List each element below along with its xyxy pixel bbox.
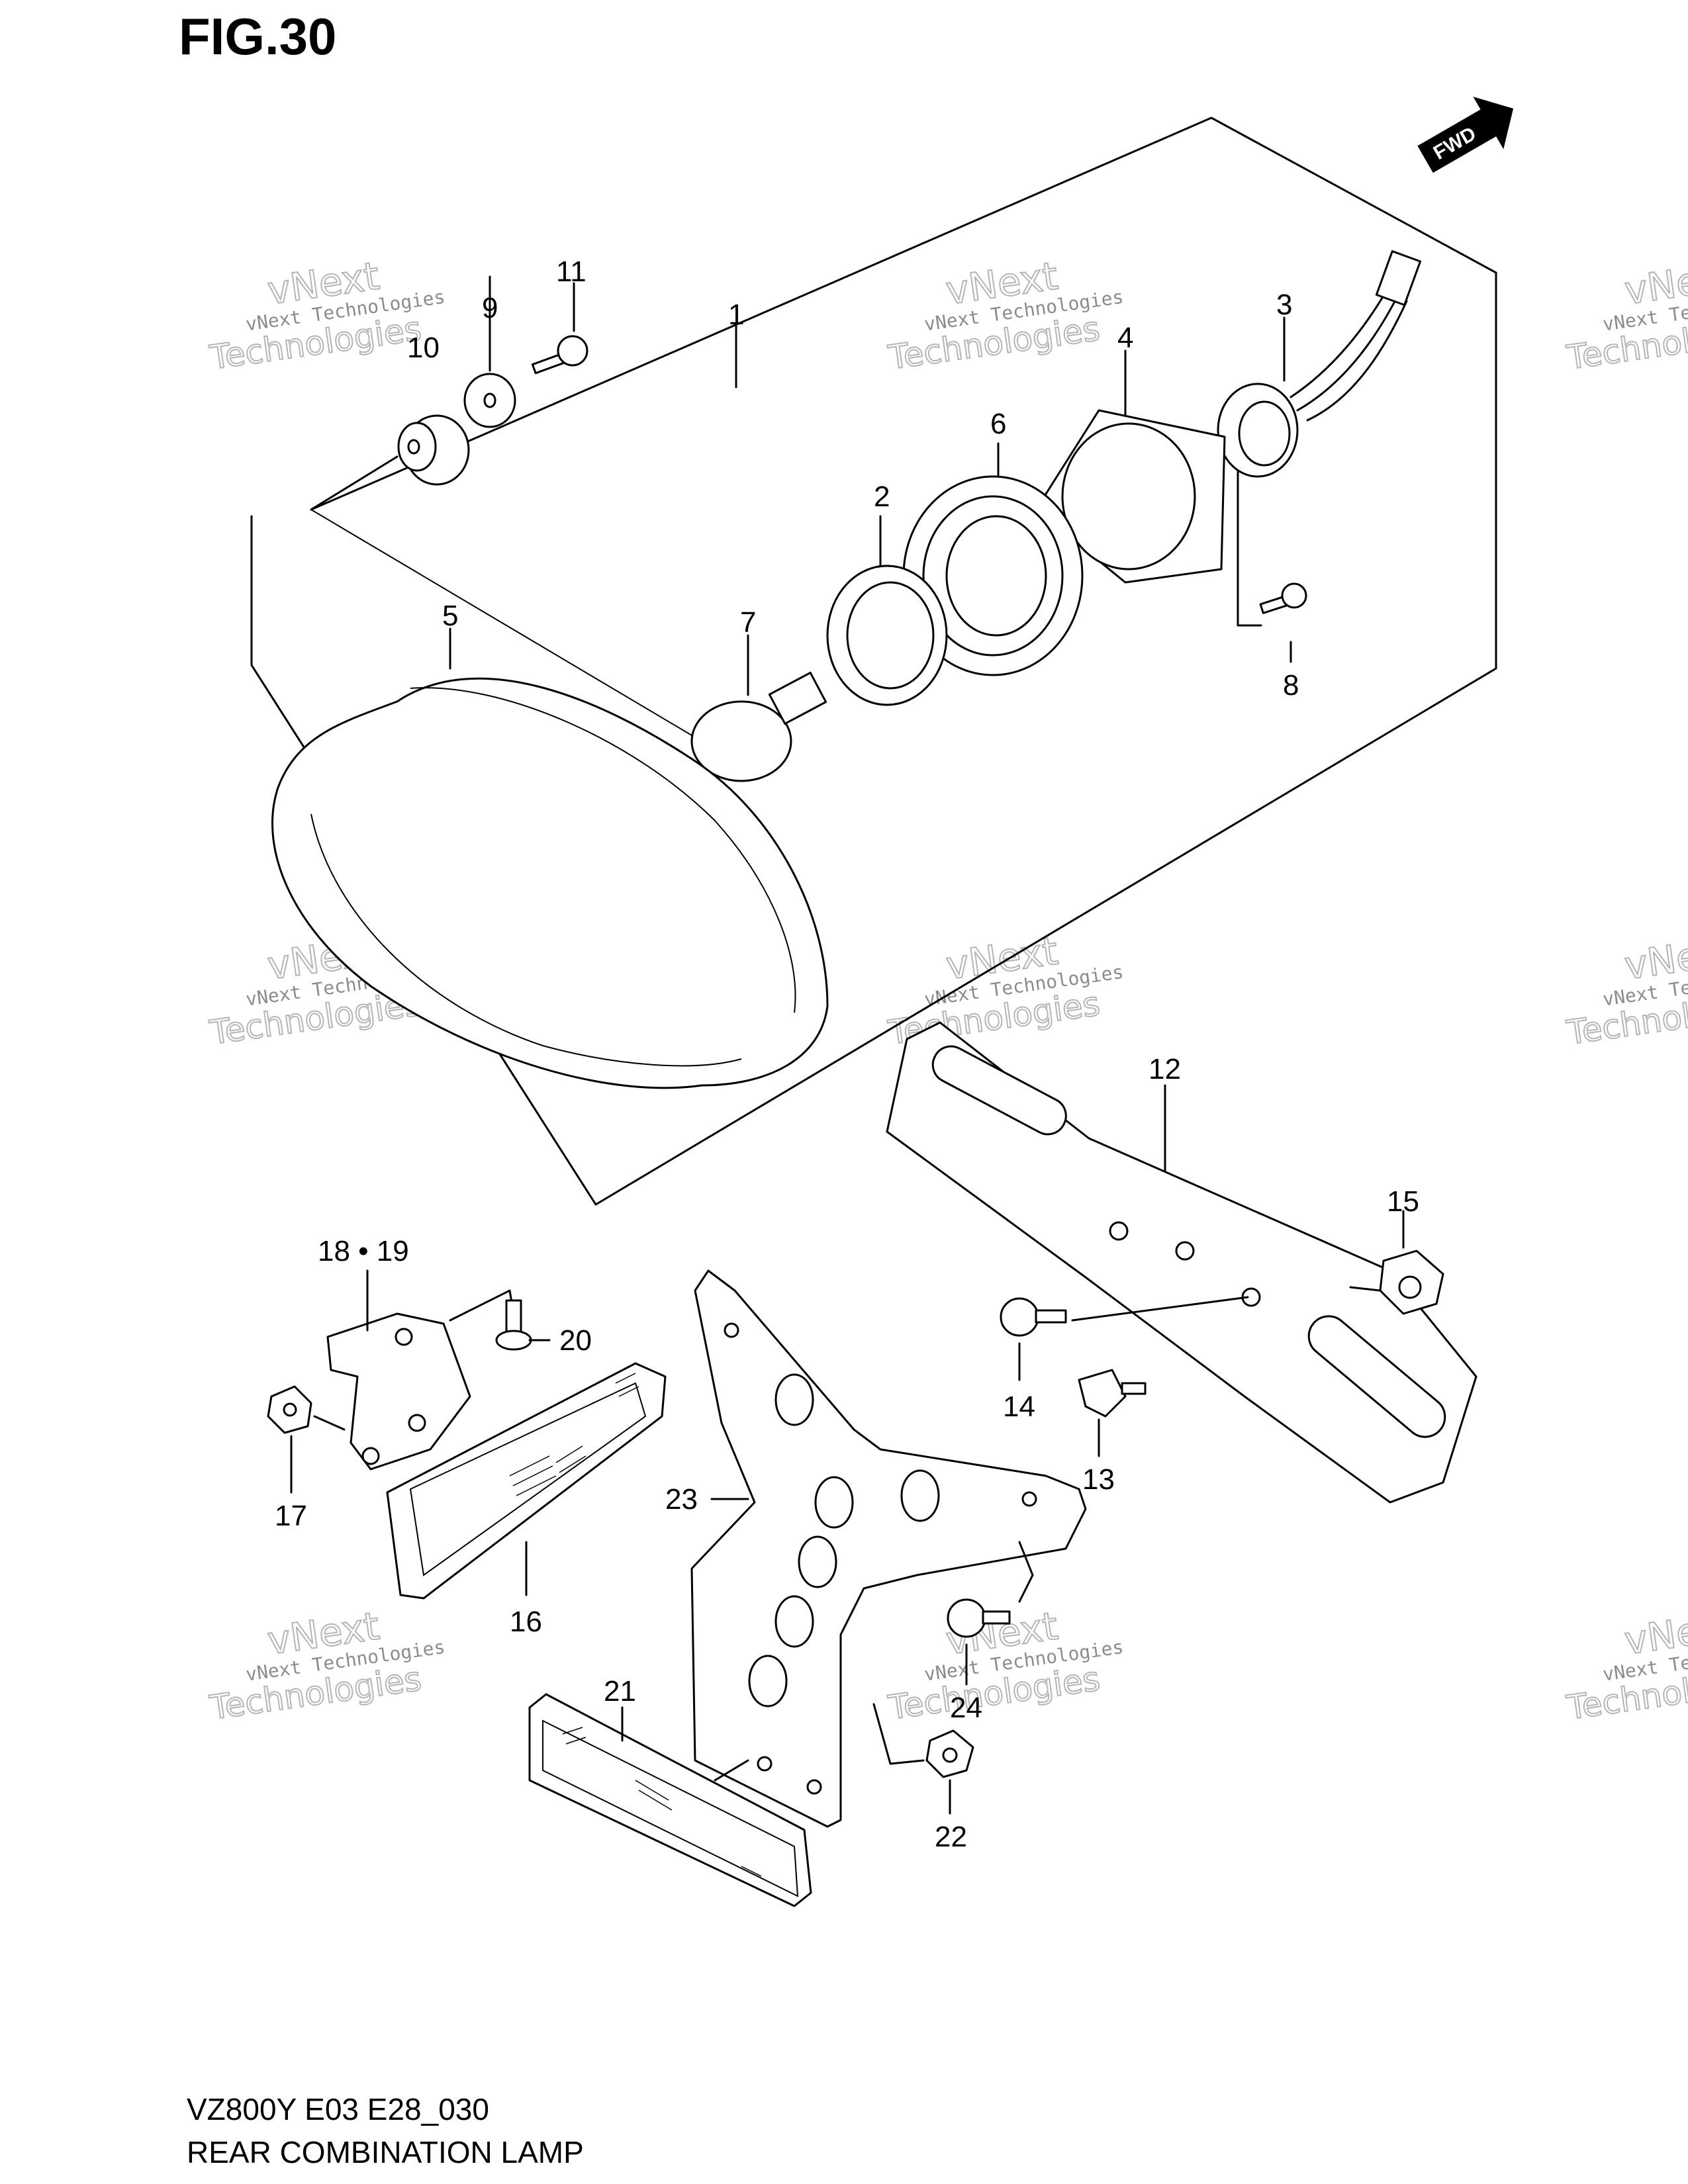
- callout-6: 6: [990, 408, 1006, 440]
- fwd-direction-badge: FWD: [1417, 97, 1514, 173]
- model-code: VZ800Y E03 E28_030: [187, 2092, 489, 2126]
- leader-24: [965, 1541, 1034, 1686]
- part-3-bulb-socket: [1217, 250, 1422, 478]
- leader-14: [1018, 1296, 1249, 1381]
- part-13-cushion: [1078, 1369, 1147, 1418]
- callout-22: 22: [935, 1821, 967, 1853]
- part-24-screw: [947, 1598, 1011, 1638]
- part-4-lens-gasket: [1035, 409, 1226, 584]
- part-20-screw: [495, 1299, 532, 1351]
- figure-title: FIG.30: [179, 7, 337, 66]
- part-21-rear-reflector: [528, 1693, 812, 1907]
- callout-24: 24: [950, 1692, 982, 1724]
- callout-1: 1: [728, 298, 744, 331]
- callout-11: 11: [556, 255, 586, 288]
- leader-15: [1349, 1210, 1405, 1292]
- part-23-license-bracket: [690, 1269, 1087, 1828]
- assembly-outline-lamp-unit: [250, 116, 1497, 1206]
- part-2-bulb-holder: [826, 565, 948, 706]
- callout-18-19: 18 • 19: [318, 1235, 409, 1267]
- callout-20: 20: [559, 1324, 592, 1357]
- callout-labels: 1 2 3 4 5 6 7 8 9 10 11 12 13 14 15 16 1…: [275, 255, 1419, 1853]
- callout-15: 15: [1387, 1185, 1419, 1218]
- callout-16: 16: [510, 1606, 542, 1638]
- part-10-grommet: [397, 414, 470, 486]
- part-22-nut: [925, 1729, 974, 1778]
- part-14-screw: [1000, 1297, 1067, 1337]
- part-16-side-reflector: [386, 1362, 667, 1600]
- part-11-screw: [531, 335, 588, 375]
- part-7-bulb: [690, 671, 827, 782]
- part-6-lock-ring: [902, 475, 1084, 676]
- callout-12: 12: [1149, 1053, 1181, 1085]
- part-9-washer: [463, 373, 516, 428]
- part-18-19-reflector-bracket: [326, 1312, 471, 1471]
- callout-13: 13: [1082, 1463, 1115, 1496]
- callout-8: 8: [1283, 669, 1299, 702]
- callout-21: 21: [604, 1675, 636, 1707]
- callout-10: 10: [407, 332, 440, 364]
- diagram-name: REAR COMBINATION LAMP: [187, 2135, 584, 2169]
- leader-17: [290, 1415, 346, 1494]
- part-8-screw: [1259, 582, 1307, 614]
- callout-2: 2: [874, 480, 890, 513]
- callout-3: 3: [1276, 289, 1292, 321]
- part-12-bracket: [886, 1021, 1477, 1504]
- callout-17: 17: [275, 1500, 307, 1532]
- callout-14: 14: [1003, 1390, 1035, 1423]
- callout-23: 23: [665, 1483, 698, 1516]
- leader-22: [872, 1703, 951, 1815]
- part-5-lamp-lens: [271, 677, 829, 1089]
- part-17-nut: [267, 1385, 312, 1434]
- callout-5: 5: [442, 600, 458, 632]
- callout-7: 7: [740, 606, 756, 639]
- leader-21: [621, 1706, 749, 1782]
- callout-4: 4: [1117, 322, 1133, 354]
- assembly-outline-inner: [310, 509, 702, 742]
- callout-9: 9: [482, 292, 498, 324]
